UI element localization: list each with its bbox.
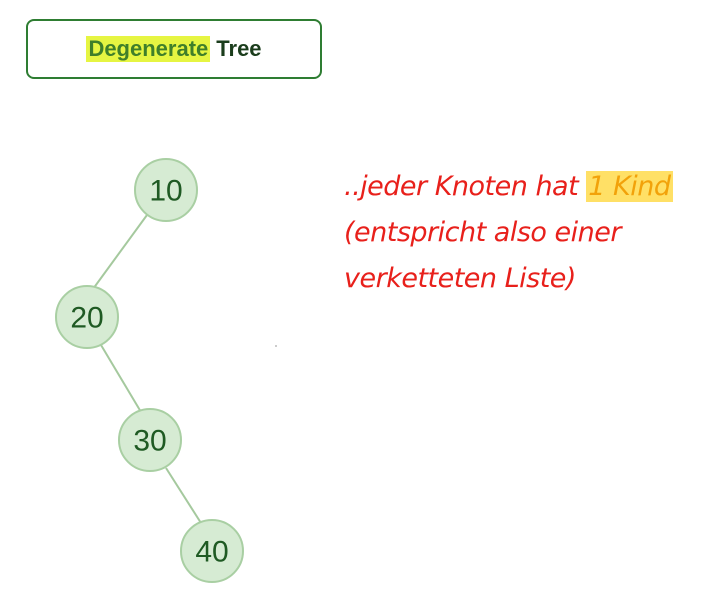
tree-node-10: 10 <box>134 158 198 222</box>
note-line-2: (entspricht also einer <box>344 217 621 248</box>
tree-node-10-label: 10 <box>149 175 182 208</box>
tree-node-30: 30 <box>118 408 182 472</box>
note-highlight: 1 Kind <box>586 171 673 202</box>
tree-node-10-circle <box>134 158 198 222</box>
handwritten-note: ..jeder Knoten hat 1 Kind (entspricht al… <box>344 164 714 302</box>
note-line-3: verketteten Liste) <box>344 263 576 294</box>
tree-node-40-label: 40 <box>195 536 228 569</box>
tree-node-20-label: 20 <box>70 302 103 335</box>
title-highlighted-word: Degenerate <box>86 36 211 62</box>
note-line-1-prefix: ..jeder Knoten hat <box>344 171 587 202</box>
note-line-1: ..jeder Knoten hat 1 Kind <box>344 164 714 210</box>
tree-node-30-circle <box>118 408 182 472</box>
diagram-title: Degenerate Tree <box>26 19 322 79</box>
edge-10-20 <box>92 214 148 290</box>
tree-node-30-label: 30 <box>133 425 166 458</box>
title-plain-word: Tree <box>216 36 262 61</box>
tree-node-40-circle <box>180 519 244 583</box>
tree-node-20: 20 <box>55 285 119 349</box>
stray-dot <box>275 345 277 347</box>
edge-20-30 <box>100 344 142 413</box>
tree-node-20-circle <box>55 285 119 349</box>
edge-30-40 <box>165 467 202 524</box>
tree-node-40: 40 <box>180 519 244 583</box>
